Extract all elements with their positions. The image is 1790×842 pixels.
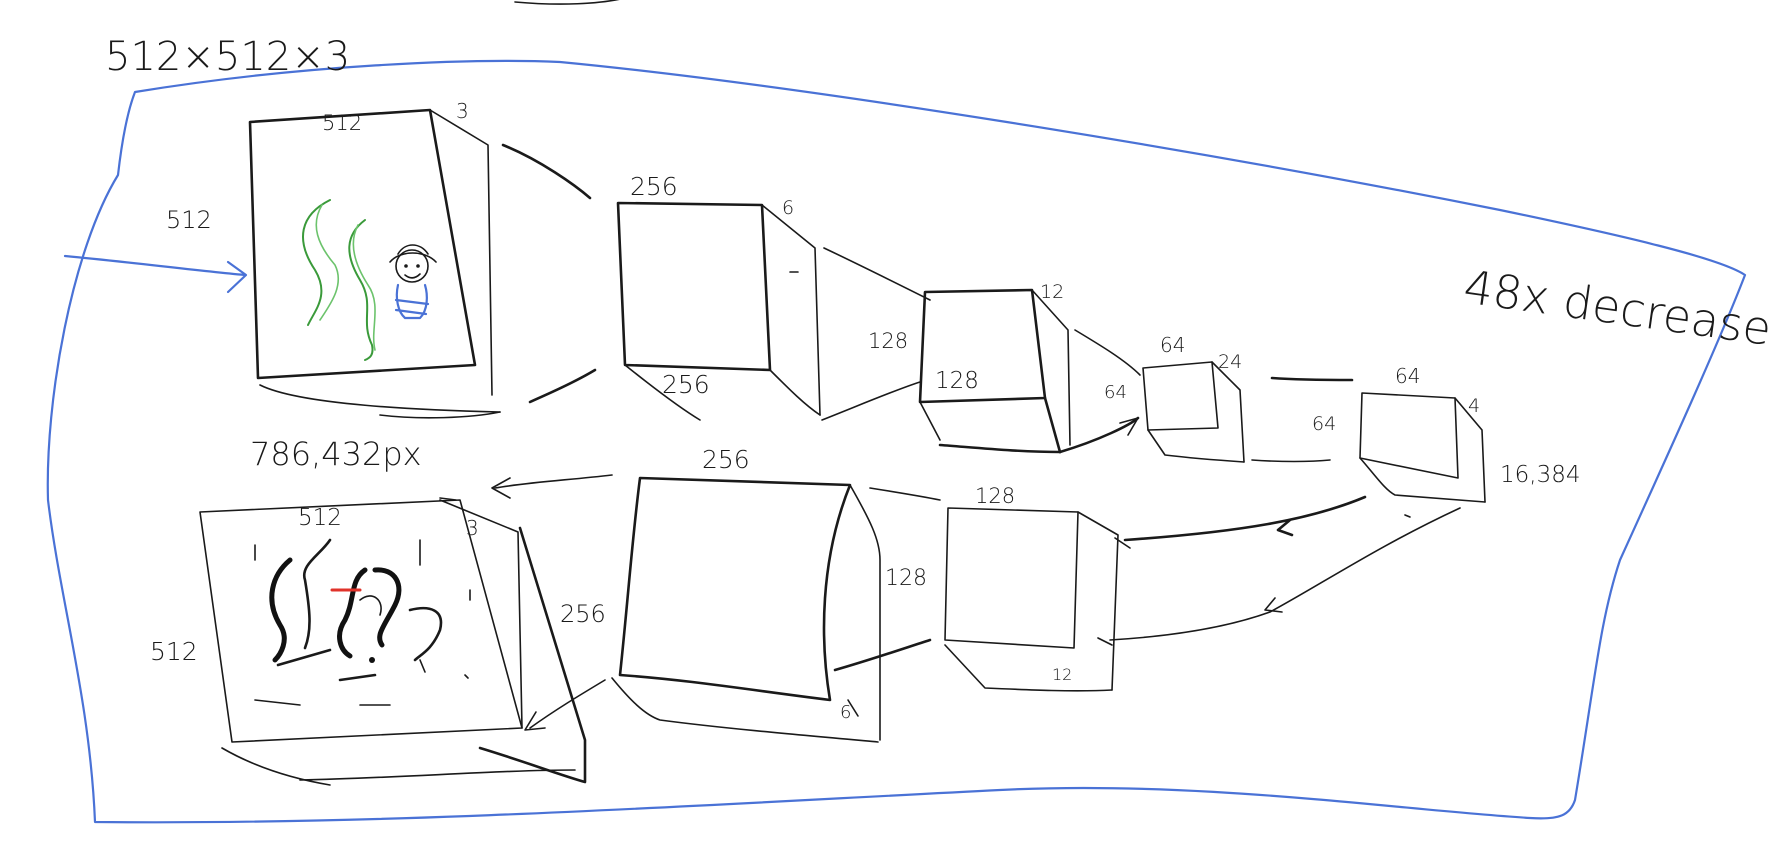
arrowhead-3 — [524, 711, 546, 731]
latent-to-decoder-arrow-2 — [1109, 507, 1461, 641]
input-depth-label: 3 — [456, 99, 469, 123]
enc3-top-label: 64 — [1160, 333, 1185, 357]
enc2-side-label: 128 — [868, 329, 908, 353]
latent-depth-label: 4 — [1468, 395, 1480, 417]
input-dims-label: 512×512×3 — [105, 34, 350, 80]
input-height-label: 512 — [166, 206, 212, 234]
encoder-block-2 — [918, 288, 1141, 454]
input-arrowhead — [226, 260, 248, 294]
dec1-side-label: 128 — [885, 566, 927, 591]
latent-top-label: 64 — [1395, 364, 1420, 388]
arrowhead-1 — [1276, 518, 1294, 537]
encoder-block-3 — [1142, 361, 1354, 463]
dec1-depth-label: 12 — [1052, 665, 1072, 684]
enc1-depth-label: 6 — [782, 197, 794, 219]
latent-block — [1359, 392, 1486, 518]
output-depth-label: 3 — [466, 516, 479, 540]
dec2-side-label: 256 — [560, 600, 606, 628]
latent-side-label: 64 — [1312, 413, 1336, 435]
reduction-label: 48x decrease — [1460, 259, 1774, 356]
arrowhead-2 — [1264, 597, 1283, 613]
output-volume — [199, 497, 587, 786]
enc3-side-label: 64 — [1104, 382, 1127, 403]
enc2-bottom-label: 128 — [935, 368, 979, 394]
dec2-depth-label: 6 — [840, 702, 851, 723]
stray-stroke — [514, 0, 620, 5]
boundary-outline — [46, 59, 1747, 824]
input-volume — [248, 108, 597, 419]
enc1-width-label: 256 — [630, 172, 678, 201]
enc3-depth-label: 24 — [1218, 351, 1242, 373]
encoder-block-1 — [616, 201, 931, 421]
dec1-top-label: 128 — [975, 484, 1015, 508]
latent-to-decoder-arrow-1 — [1123, 495, 1367, 542]
output-height-label: 512 — [150, 637, 198, 666]
decoder-block-1 — [833, 487, 1131, 692]
input-width-label: 512 — [322, 111, 362, 135]
output-width-label: 512 — [298, 505, 342, 531]
decoder-block-2 — [491, 474, 881, 743]
pixel-count-label: 786,432px — [250, 435, 422, 473]
enc2-depth-label: 12 — [1040, 281, 1064, 303]
person-sketch-icon — [389, 244, 437, 320]
latent-pixels-label: 16,384 — [1500, 462, 1580, 488]
input-arrow — [63, 254, 247, 277]
enc1-bottom-label: 256 — [662, 370, 710, 399]
decoder-to-output-arrow — [529, 679, 606, 729]
dec2-top-label: 256 — [702, 445, 750, 474]
